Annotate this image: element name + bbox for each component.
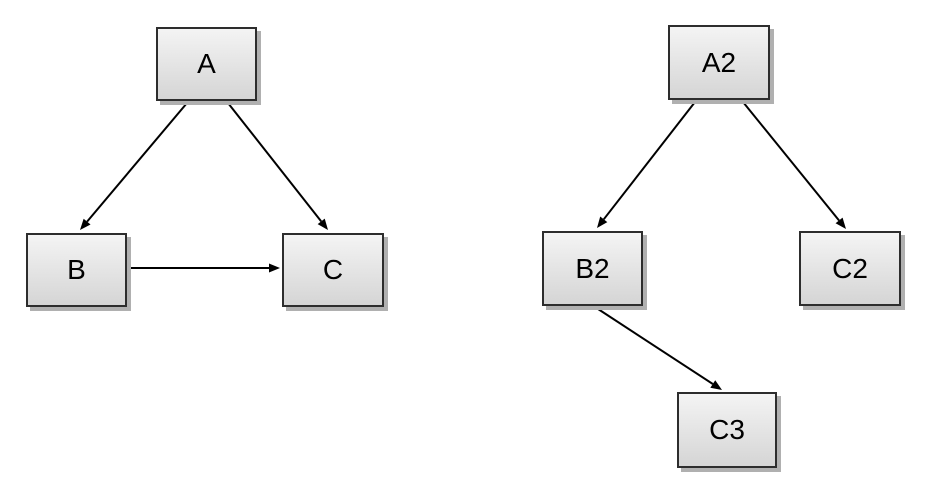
edge-A-C — [227, 102, 328, 230]
node-C: C — [282, 233, 384, 307]
edge-A-B — [80, 102, 188, 230]
node-label-C: C — [322, 254, 344, 285]
edge-B-C — [128, 263, 280, 273]
node-label-C2: C2 — [832, 252, 868, 284]
node-C2: C2 — [799, 231, 901, 306]
node-label-B: B — [67, 254, 86, 285]
arrowhead-icon — [80, 218, 91, 230]
node-A: A — [156, 27, 257, 101]
edge-A2-C2 — [742, 101, 846, 229]
node-label-A2: A2 — [701, 46, 737, 78]
node-B2: B2 — [542, 231, 643, 306]
arrowhead-icon — [269, 263, 280, 273]
arrowhead-icon — [597, 216, 608, 228]
arrowhead-icon — [710, 380, 722, 390]
node-B: B — [26, 233, 127, 307]
node-label-C3: C3 — [709, 414, 745, 445]
arrowhead-icon — [317, 218, 328, 230]
edge-B2-C3 — [594, 306, 722, 390]
node-C3: C3 — [677, 392, 777, 468]
node-label-A: A — [197, 48, 216, 79]
edge-A2-B2 — [597, 101, 696, 228]
arrowhead-icon — [835, 217, 846, 229]
node-label-B2: B2 — [575, 252, 610, 284]
node-A2: A2 — [668, 25, 770, 100]
